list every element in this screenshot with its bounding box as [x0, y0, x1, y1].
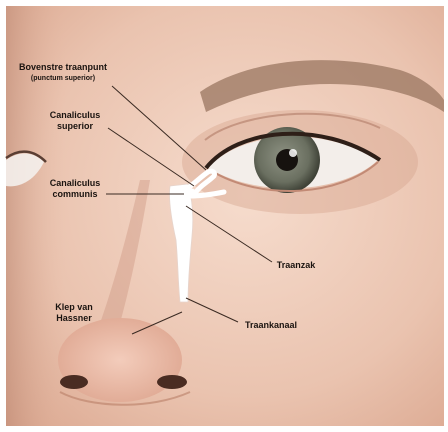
label-punctum-line1: Bovenstre traanpunt [8, 62, 118, 73]
label-traanzak-text: Traanzak [268, 260, 324, 271]
label-canaliculus-communis-line2: communis [40, 189, 110, 200]
label-klep-line1: Klep van [46, 302, 102, 313]
eye-highlight [289, 149, 297, 157]
label-klep-line2: Hassner [46, 313, 102, 324]
label-canaliculus-superior: Canaliculus superior [40, 110, 110, 132]
label-punctum-line2: (punctum superior) [8, 73, 118, 84]
label-canaliculus-communis-line1: Canaliculus [40, 178, 110, 189]
label-traankanaal-text: Traankanaal [238, 320, 304, 331]
label-traankanaal: Traankanaal [238, 320, 304, 331]
label-klep-van-hassner: Klep van Hassner [46, 302, 102, 324]
label-traanzak: Traanzak [268, 260, 324, 271]
label-canaliculus-communis: Canaliculus communis [40, 178, 110, 200]
nostril-right [157, 375, 187, 389]
nose-tip [58, 318, 182, 402]
nostril-left [60, 375, 88, 389]
label-punctum-superior: Bovenstre traanpunt (punctum superior) [8, 62, 118, 84]
label-canaliculus-superior-line2: superior [40, 121, 110, 132]
label-canaliculus-superior-line1: Canaliculus [40, 110, 110, 121]
